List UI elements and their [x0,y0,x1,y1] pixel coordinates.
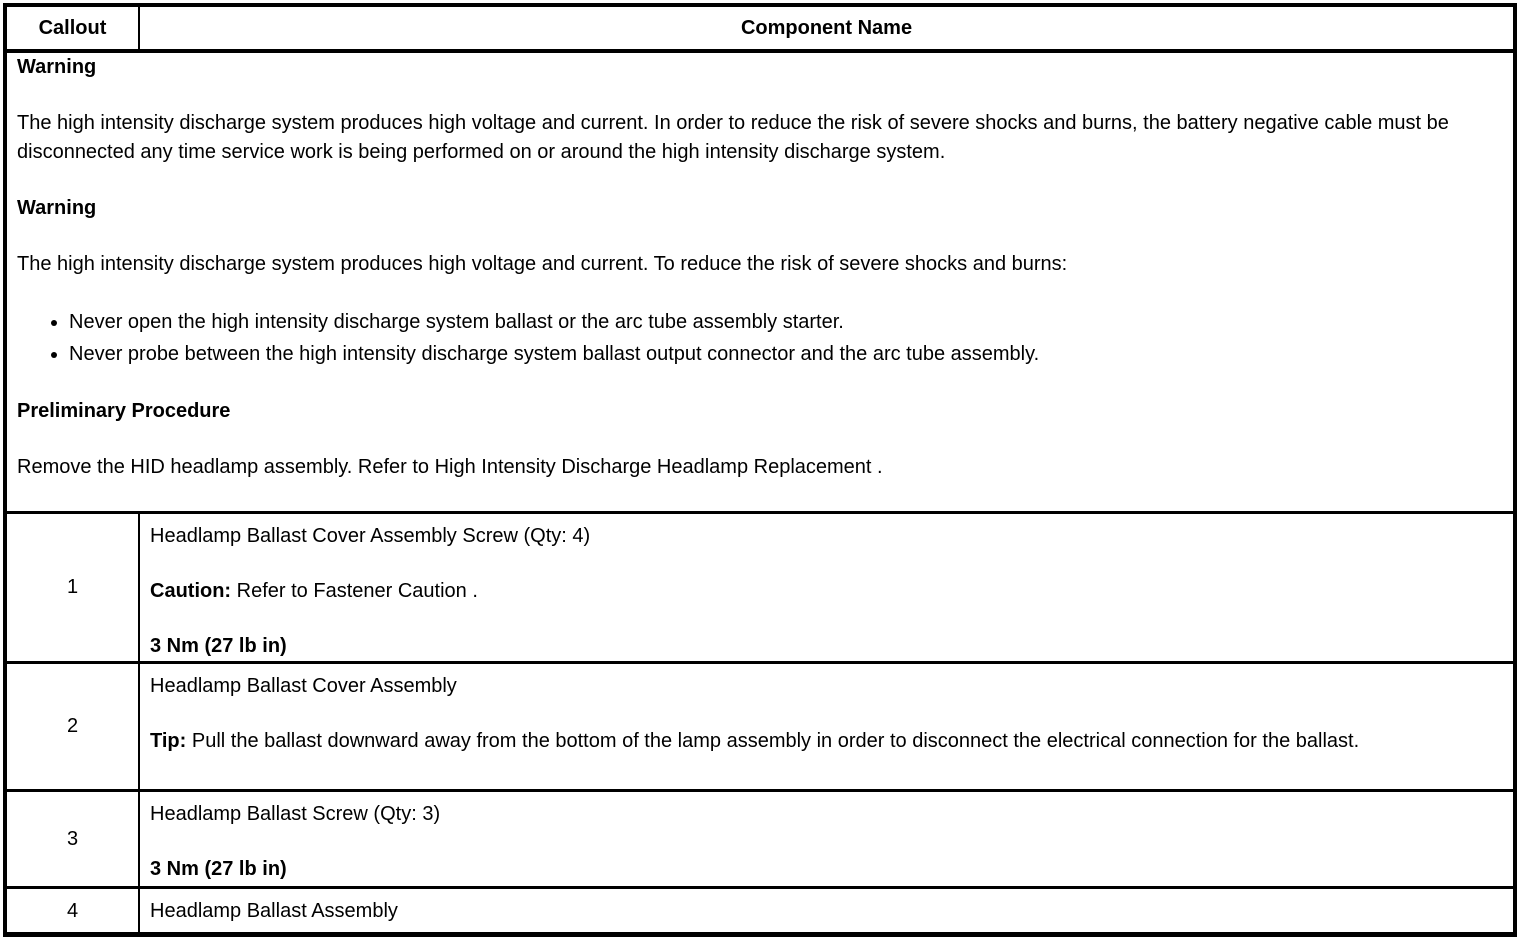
component-line: Caution: Refer to Fastener Caution . [150,577,1503,606]
section-paragraph: Remove the HID headlamp assembly. Refer … [17,456,883,478]
component-rows: 1 Headlamp Ballast Cover Assembly Screw (… [7,514,1513,932]
table-row: 1 Headlamp Ballast Cover Assembly Screw (… [7,514,1513,664]
component-line: Headlamp Ballast Cover Assembly Screw (Q… [150,522,1503,551]
callout-cell: 1 [7,514,140,661]
component-line: 3 Nm (27 lb in) [150,632,1503,661]
table-header-row: Callout Component Name [7,7,1513,53]
component-line-segment: Headlamp Ballast Assembly [150,900,398,922]
component-line-segment: Headlamp Ballast Cover Assembly [150,675,457,697]
component-line: Headlamp Ballast Screw (Qty: 3) [150,800,1503,829]
component-line: Tip: Pull the ballast downward away from… [150,727,1503,756]
component-cell: Headlamp Ballast Screw (Qty: 3) 3 Nm (27 … [140,792,1513,886]
component-line: Headlamp Ballast Cover Assembly [150,672,1503,701]
warning-bullet-item: Never open the high intensity discharge … [69,306,1503,338]
component-line-segment: Headlamp Ballast Screw (Qty: 3) [150,803,441,825]
section-paragraph: The high intensity discharge system prod… [17,112,1449,163]
component-line: Headlamp Ballast Assembly [150,897,1503,926]
component-line-bold-segment: 3 Nm (27 lb in) [150,858,287,880]
section-heading: Preliminary Procedure [17,400,231,422]
component-line: 3 Nm (27 lb in) [150,855,1503,884]
callout-header-cell: Callout [7,7,140,49]
section-heading: Warning [17,56,97,78]
component-line-segment: Pull the ballast downward away from the … [186,730,1360,752]
component-line-segment: Refer to Fastener Caution . [231,580,478,602]
component-line-bold-segment: 3 Nm (27 lb in) [150,635,287,657]
callout-cell: 2 [7,664,140,789]
component-cell: Headlamp Ballast Cover Assembly Screw (Q… [140,514,1513,661]
warning-bullet-list: Never open the high intensity discharge … [17,306,1503,370]
component-cell: Headlamp Ballast Assembly [140,889,1513,932]
table-row: 4 Headlamp Ballast Assembly [7,889,1513,932]
section-paragraph: The high intensity discharge system prod… [17,253,1068,275]
component-line-segment: Headlamp Ballast Cover Assembly Screw (Q… [150,525,591,547]
callout-cell: 4 [7,889,140,932]
section-heading: Warning [17,197,97,219]
component-line-bold-segment: Caution: [150,580,232,602]
component-line-bold-segment: Tip: [150,730,187,752]
table-row: 3 Headlamp Ballast Screw (Qty: 3) 3 Nm (27… [7,792,1513,889]
warning-bullet-item: Never probe between the high intensity d… [69,338,1503,370]
component-name-header-cell: Component Name [740,16,913,39]
callout-cell: 3 [7,792,140,886]
